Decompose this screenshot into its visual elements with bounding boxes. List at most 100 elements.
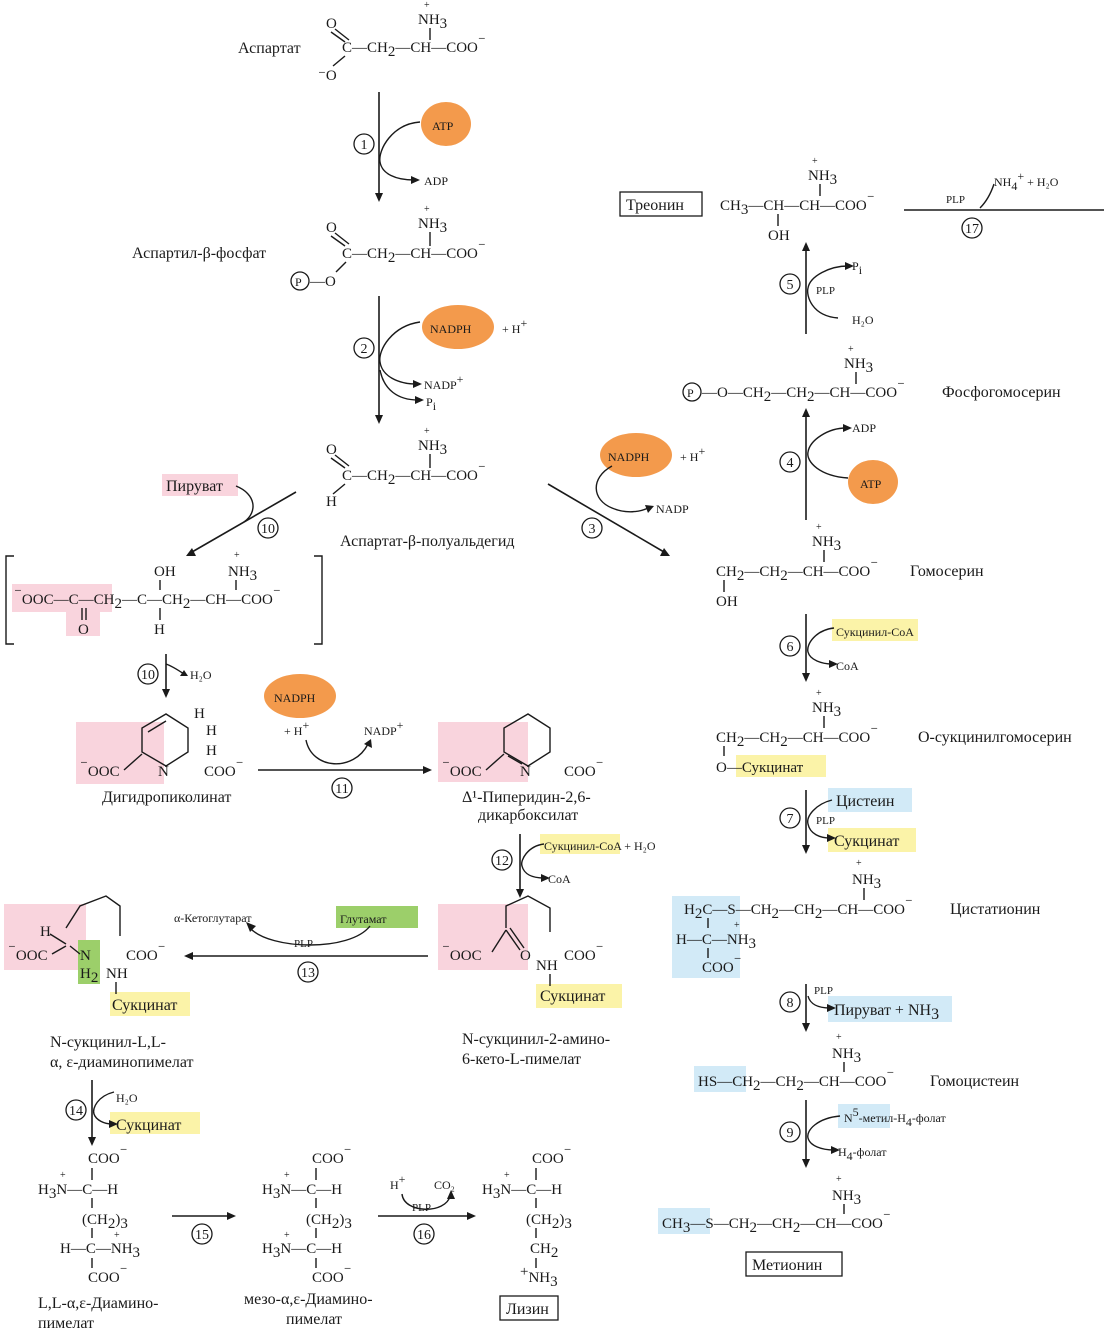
svg-text:H3N—C—H: H3N—C—H [482,1182,562,1202]
step-6: 6 Сукцинил-CoA CoA [779,614,914,682]
svg-text:COO⁻: COO⁻ [564,758,604,780]
svg-text:CO₂: CO₂ [434,1178,455,1192]
nadph-oval-11 [264,674,336,718]
svg-text:H₂O: H₂O [116,1091,138,1105]
svg-text:Сукцинат: Сукцинат [540,988,605,1005]
svg-text:17: 17 [965,222,979,237]
methionine-structure: CH3—S—CH2—CH2—CH—COO⁻ + NH3 Метионин [662,1174,891,1277]
svg-text:NADP: NADP [656,502,689,516]
step-10-condensation: Пируват 10 [166,478,297,556]
svg-text:O: O [326,16,337,32]
svg-text:+NH3: +NH3 [520,1264,558,1290]
svg-text:8: 8 [787,996,794,1011]
o-succinylhomoserine-structure: CH2—CH2—CH—COO⁻ O—Сукцинат + NH3 О-сукци… [716,688,1072,776]
svg-text:NADPH: NADPH [608,450,650,464]
svg-text:14: 14 [69,1104,83,1119]
svg-text:H: H [206,723,217,739]
step-14: 14 H₂O Сукцинат [65,1080,181,1146]
svg-text:+: + [856,858,862,869]
svg-text:2: 2 [361,342,368,357]
step-11: 11 NADPH + H+ NADP+ [258,691,432,799]
atp-oval-1 [421,102,471,146]
svg-text:COO⁻: COO⁻ [204,758,244,780]
svg-text:NH3: NH3 [228,564,257,584]
piperidine-label-line2: дикарбоксилат [478,807,578,824]
svg-text:12: 12 [495,854,509,869]
step-8: 8 PLP Пируват + NH3 [779,984,939,1032]
svg-text:+: + [836,1174,842,1185]
svg-text:+: + [424,204,430,215]
svg-text:H₂O: H₂O [852,313,874,327]
svg-text:NH3: NH3 [852,872,881,892]
svg-text:H: H [154,622,165,638]
svg-text:COO⁻: COO⁻ [532,1145,572,1167]
step-9: 9 N5-метил-H4-фолат H4-фолат [779,1100,947,1168]
homocysteine-label: Гомоцистеин [930,1073,1020,1090]
cystathionine-label: Цистатионин [950,901,1041,918]
svg-text:⁻OOC: ⁻OOC [8,942,48,964]
svg-text:NH3: NH3 [844,356,873,376]
svg-text:Цистеин: Цистеин [836,793,895,810]
cofactor-ovals [264,102,898,718]
svg-text:11: 11 [335,782,348,797]
svg-text:C—CH2—CH—COO⁻: C—CH2—CH—COO⁻ [342,462,486,488]
phosphohomoserine-label: Фосфогомосерин [942,384,1061,401]
svg-text:H+: H+ [390,1172,406,1192]
svg-text:NH3: NH3 [812,534,841,554]
nadph-oval-3 [600,433,672,477]
highlights [4,474,952,1234]
step-13: 13 α-Кетоглутарат Глутамат PLP [174,911,428,983]
step-15: 15 [172,1212,236,1245]
svg-text:+: + [848,344,854,355]
svg-text:CH2—CH2—CH—COO⁻: CH2—CH2—CH—COO⁻ [716,724,878,750]
svg-text:Pi: Pi [426,395,437,413]
svg-text:H2: H2 [80,966,98,986]
svg-text:—O: —O [309,274,336,290]
succinyl-aminoketopimelate-structure: ⁻OOC O COO⁻ NH Сукцинат N-сукцинил-2-ами… [442,895,610,1068]
phosphohomoserine-structure: P —O—CH2—CH2—CH—COO⁻ + NH3 Фосфогомосери… [682,344,1061,405]
svg-text:NH4+ + H₂O: NH4+ + H₂O [994,169,1059,193]
svg-text:NH3: NH3 [832,1046,861,1066]
svg-text:Сукцинат: Сукцинат [116,1117,181,1134]
svg-text:Сукцинат: Сукцинат [112,997,177,1014]
svg-text:ATP: ATP [860,477,882,491]
svg-text:N: N [80,948,91,964]
svg-text:NH3: NH3 [832,1188,861,1208]
svg-text:NADPH: NADPH [274,691,316,705]
step-10-dehydration: 10 H₂O [137,654,212,698]
ll-dap-structure: COO⁻ + H3N—C—H (CH2)3 H—C—NH3 + COO⁻ L,L… [38,1145,158,1332]
svg-text:+: + [836,1032,842,1043]
svg-text:COO⁻: COO⁻ [126,942,166,964]
svg-text:NADP+: NADP+ [424,372,464,392]
svg-text:PLP: PLP [816,815,835,827]
svg-text:CoA: CoA [548,872,571,886]
step-4: 4 ADP ATP [779,408,882,520]
svg-text:H: H [194,706,205,722]
svg-text:Пируват + NH3: Пируват + NH3 [834,1002,939,1023]
svg-text:H₂O: H₂O [190,668,212,682]
svg-text:PLP: PLP [412,1202,431,1214]
svg-text:+: + [424,426,430,437]
svg-text:—O—CH2—CH2—CH—COO⁻: —O—CH2—CH2—CH—COO⁻ [701,379,905,405]
svg-text:ADP: ADP [424,174,448,188]
svg-text:6: 6 [787,640,794,655]
step-16: 16 H+ CO₂ PLP [378,1172,476,1245]
svg-text:H: H [326,494,337,510]
svg-text:C—CH2—CH—COO⁻: C—CH2—CH—COO⁻ [342,34,486,60]
svg-text:COO⁻: COO⁻ [564,942,604,964]
svg-text:H—C—NH3: H—C—NH3 [60,1241,140,1261]
svg-text:Сукцинат: Сукцинат [834,833,899,850]
dihydropicolinate-structure: H H H N ⁻OOC COO⁻ Дигидропиколинат [80,706,244,806]
svg-text:7: 7 [787,812,794,827]
homoserine-structure: CH2—CH2—CH—COO⁻ OH + NH3 Гомосерин [716,522,984,610]
homocysteine-structure: HS—CH2—CH2—CH—COO⁻ + NH3 Гомоцистеин [698,1032,1020,1094]
svg-text:4: 4 [787,456,794,471]
succ-dap-label-line2: α, ε-диаминопимелат [50,1054,194,1071]
svg-text:H3N—C—H: H3N—C—H [262,1182,342,1202]
nadph-oval-2 [422,305,494,349]
step-3: 3 NADPH + H+ NADP [547,444,705,556]
svg-text:H—C—NH3: H—C—NH3 [676,932,756,952]
step-7: 7 Цистеин PLP Сукцинат [779,790,899,854]
homoserine-label: Гомосерин [910,563,984,580]
svg-text:Глутамат: Глутамат [340,912,387,926]
